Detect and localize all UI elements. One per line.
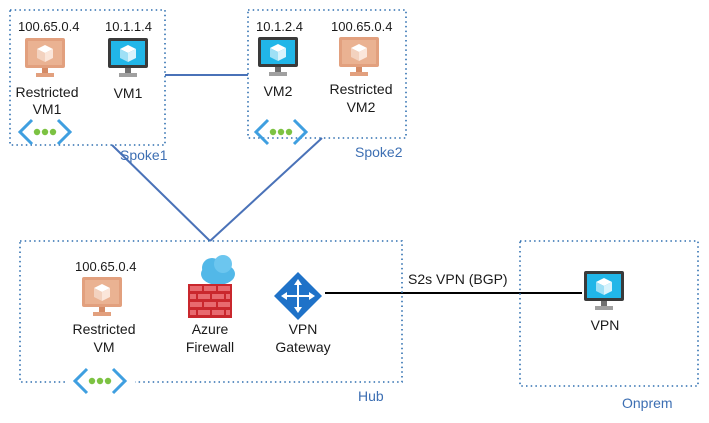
spoke2-restricted-vm-label-2: VM2 <box>347 99 376 115</box>
onprem-network: VPN <box>519 240 699 387</box>
onprem-label: Onprem <box>622 395 673 411</box>
spoke1-vnet: 100.65.0.4 Restricted VM1 10.1.1.4 VM1 <box>9 9 166 146</box>
virtual-network-icon <box>18 118 72 146</box>
spoke1-restricted-vm-label-2: VM1 <box>33 101 62 117</box>
spoke2-vm-label: VM2 <box>264 83 293 99</box>
s2s-vpn-label: S2s VPN (BGP) <box>408 271 508 287</box>
vm-icon <box>258 37 298 76</box>
firewall-label-2: Firewall <box>186 339 234 355</box>
virtual-network-icon <box>254 118 308 146</box>
spoke2-border <box>247 9 407 139</box>
spoke2-restricted-vm-label: Restricted <box>329 81 392 97</box>
hub-restricted-vm-label: Restricted <box>72 321 135 337</box>
vm-icon <box>108 38 148 77</box>
hub-vnet: 100.65.0.4 Restricted VM Azure Firewall <box>19 240 403 396</box>
hub-label: Hub <box>358 388 384 404</box>
restricted-vm-icon <box>25 38 65 77</box>
hub-restricted-vm-label-2: VM <box>94 339 115 355</box>
hub-restricted-vm-ip: 100.65.0.4 <box>75 259 136 274</box>
onprem-border <box>519 240 699 387</box>
vpn-gateway-icon <box>274 272 322 320</box>
spoke1-hub-link <box>111 144 211 242</box>
firewall-label: Azure <box>192 321 229 337</box>
spoke2-label: Spoke2 <box>355 144 403 160</box>
spoke1-restricted-vm-label: Restricted <box>15 84 78 100</box>
gateway-label: VPN <box>289 321 318 337</box>
spoke1-label: Spoke1 <box>120 147 168 163</box>
spoke1-vm-ip: 10.1.1.4 <box>105 19 152 34</box>
restricted-vm-icon <box>339 37 379 76</box>
spoke2-hub-link <box>209 137 323 242</box>
spoke1-restricted-vm-ip: 100.65.0.4 <box>18 19 79 34</box>
spoke2-vnet: 10.1.2.4 VM2 100.65.0.4 Restricted VM2 <box>247 9 407 146</box>
spoke2-vm-ip: 10.1.2.4 <box>256 19 303 34</box>
restricted-vm-icon <box>82 277 122 316</box>
vm-icon <box>584 271 624 310</box>
onprem-vpn-label: VPN <box>591 317 620 333</box>
spoke2-restricted-vm-ip: 100.65.0.4 <box>331 19 392 34</box>
spoke1-border <box>9 9 166 146</box>
azure-firewall-icon <box>188 255 235 318</box>
spoke1-vm-label: VM1 <box>114 85 143 101</box>
gateway-label-2: Gateway <box>275 339 330 355</box>
hub-border <box>19 240 403 383</box>
